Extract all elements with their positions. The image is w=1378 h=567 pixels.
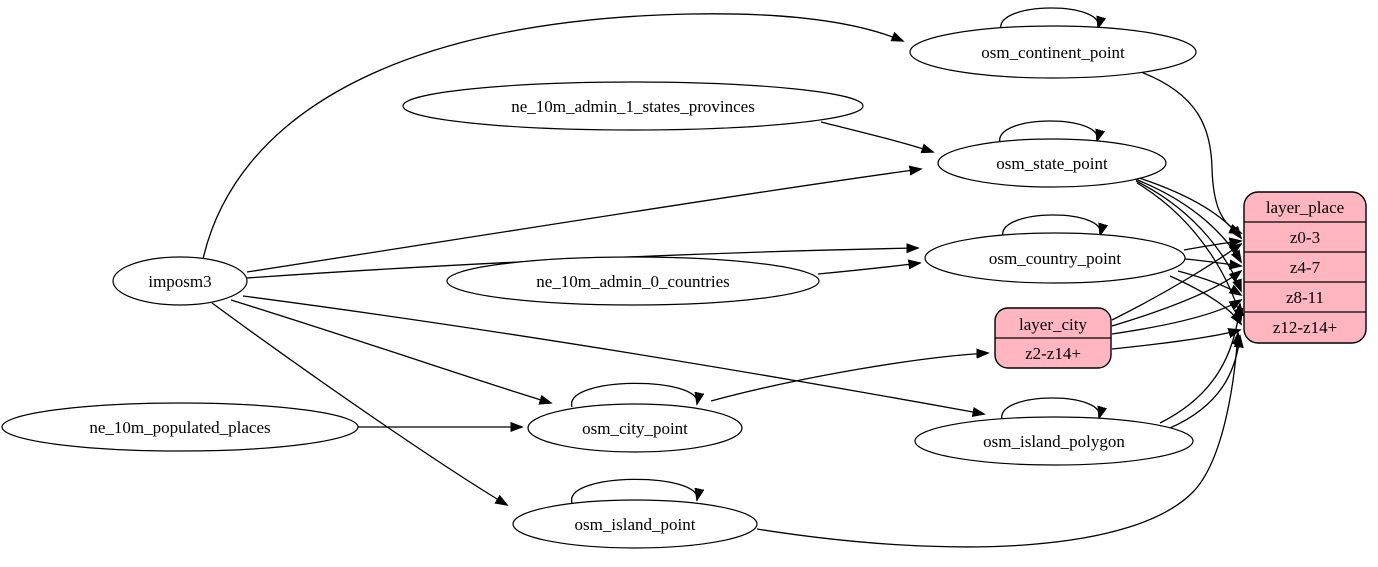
record-row-z8-11: z8-11 <box>1286 288 1324 307</box>
selfloop-osm_island_polygon <box>1001 397 1100 421</box>
node-ne_10m_populated_places: ne_10m_populated_places <box>1 402 359 452</box>
edge-imposm3-osm_island_point <box>211 302 507 505</box>
node-label: osm_city_point <box>582 419 688 438</box>
edge-osm_island_polygon-layer_place-z8-11 <box>1159 304 1240 424</box>
record-layer_city: layer_city z2-z14+ <box>994 307 1112 369</box>
edge-imposm3-osm_city_point <box>230 299 551 403</box>
edge-group <box>202 7 1241 548</box>
edge-osm_island_point-layer_place-z12-z14 <box>756 333 1238 548</box>
record-title: layer_place <box>1266 198 1344 217</box>
edge-osm_island_polygon-layer_place-z12-z14 <box>1169 336 1240 429</box>
node-label: osm_country_point <box>989 249 1121 268</box>
node-osm_island_point: osm_island_point <box>512 499 758 549</box>
node-label: osm_island_polygon <box>983 432 1125 451</box>
node-osm_continent_point: osm_continent_point <box>909 25 1197 79</box>
edge-imposm3-osm_continent_point <box>202 13 903 260</box>
edge-layer_city-layer_place-z8-11 <box>1111 300 1241 335</box>
node-label: osm_state_point <box>996 154 1108 173</box>
node-osm_city_point: osm_city_point <box>527 403 743 453</box>
edge-imposm3-osm_state_point <box>246 169 921 273</box>
edge-osm_city_point-layer_city <box>710 353 988 402</box>
node-label: osm_continent_point <box>981 43 1125 62</box>
node-osm_state_point: osm_state_point <box>937 138 1167 188</box>
node-shape <box>402 81 864 131</box>
edge-layer_city-layer_place-z0-3 <box>1111 244 1241 321</box>
node-shape <box>924 232 1186 284</box>
edge-imposm3-osm_island_polygon <box>242 295 984 414</box>
edge-osm_country_point-layer_place-z4-7 <box>1184 258 1241 266</box>
record-row-z2-z14: z2-z14+ <box>1025 344 1081 363</box>
record-layer_place: layer_place z0-3 z4-7 z8-11 z12-z14+ <box>1243 191 1367 344</box>
node-label: ne_10m_populated_places <box>89 418 270 437</box>
record-shape <box>1243 191 1367 344</box>
record-row-z4-7: z4-7 <box>1290 258 1321 277</box>
edge-layer_city-layer_place-z4-7 <box>1111 271 1241 327</box>
node-shape <box>512 499 758 549</box>
node-osm_island_polygon: osm_island_polygon <box>914 416 1194 466</box>
edge-layer_city-layer_place-z12-z14 <box>1111 330 1240 350</box>
node-ne_10m_admin_0_countries: ne_10m_admin_0_countries <box>446 256 820 306</box>
node-shape <box>937 138 1167 188</box>
node-osm_country_point: osm_country_point <box>924 232 1186 284</box>
edge-osm_country_point-layer_place-z0-3 <box>1183 241 1241 251</box>
edge-osm_state_point-layer_place-z0-3 <box>1132 175 1241 238</box>
edge-ne_10m_admin_0_countries-osm_country_point <box>817 263 920 275</box>
node-shape <box>112 256 248 306</box>
record-row-z12-z14: z12-z14+ <box>1273 318 1337 337</box>
record-row-z0-3: z0-3 <box>1290 228 1320 247</box>
node-imposm3: imposm3 <box>112 256 248 306</box>
selfloop-osm_city_point <box>571 382 698 408</box>
selfloop-osm_continent_point <box>1000 7 1099 31</box>
selfloop-osm_island_point <box>571 478 698 504</box>
node-label: imposm3 <box>148 272 211 291</box>
edge-ne_10m_admin_1_states_provinces-osm_state_point <box>820 121 933 152</box>
node-shape <box>1 402 359 452</box>
selfloop-osm_state_point <box>999 120 1098 144</box>
node-shape <box>527 403 743 453</box>
edge-osm_continent_point-layer_place-z0-3 <box>1140 71 1241 233</box>
record-title: layer_city <box>1019 315 1087 334</box>
edge-osm_country_point-layer_place-z8-11 <box>1177 270 1241 295</box>
node-shape <box>914 416 1194 466</box>
node-ne_10m_admin_1_states_provinces: ne_10m_admin_1_states_provinces <box>402 81 864 131</box>
node-shape <box>446 256 820 306</box>
selfloop-osm_country_point <box>1002 214 1101 238</box>
node-label: ne_10m_admin_1_states_provinces <box>511 97 755 116</box>
node-shape <box>909 25 1197 79</box>
node-label: ne_10m_admin_0_countries <box>536 272 730 291</box>
node-label: osm_island_point <box>575 515 696 534</box>
